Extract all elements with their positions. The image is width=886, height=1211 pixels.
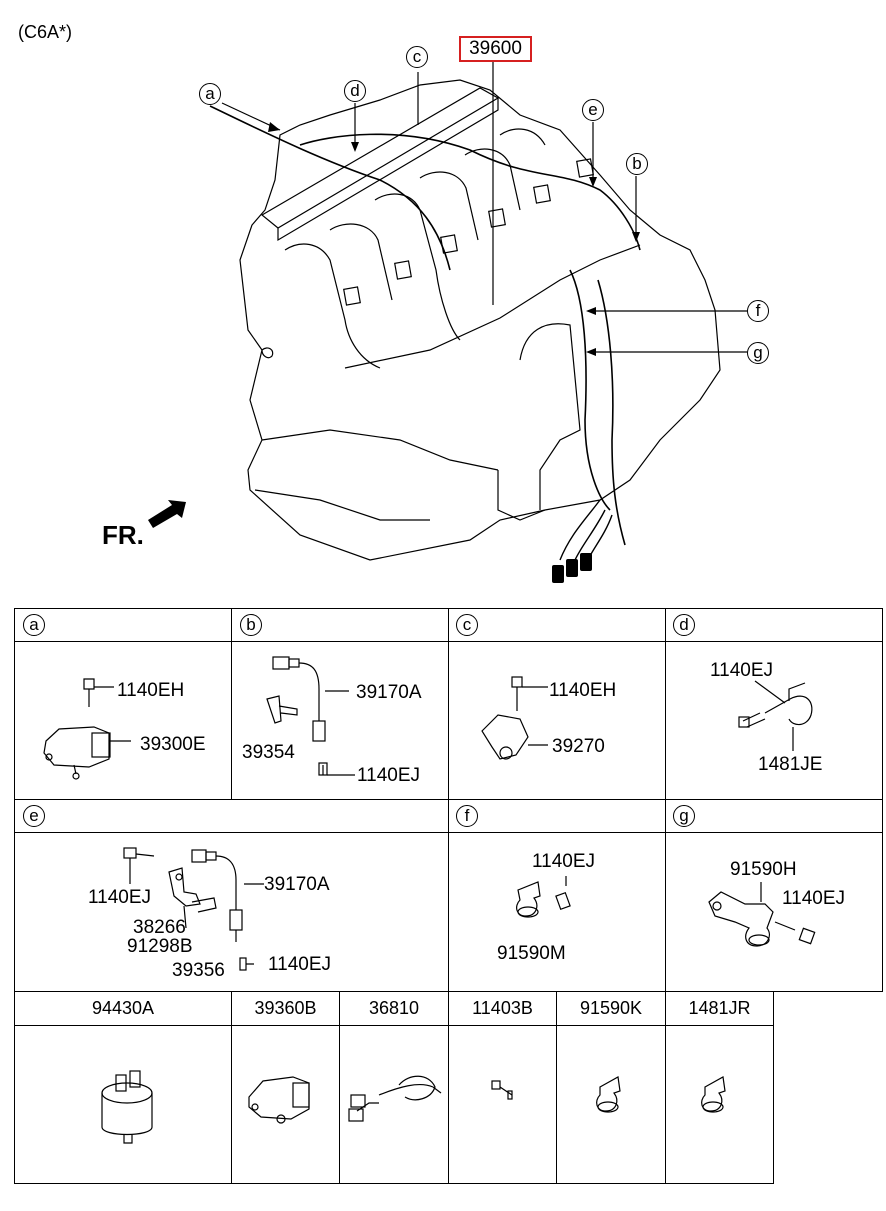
panel-g: [665, 832, 883, 992]
panel-f-label: f: [456, 805, 478, 827]
panel-f-drawing: [516, 876, 571, 918]
part-number[interactable]: 1481JE: [758, 754, 823, 775]
bolt-drawing: [491, 1080, 513, 1100]
panel-d-header: [665, 608, 883, 642]
loose-part-header[interactable]: 1481JR: [665, 991, 774, 1026]
panel-b-drawing: [266, 656, 355, 776]
panel-c-header: [448, 608, 666, 642]
part-number[interactable]: 39300E: [140, 734, 206, 755]
loose-part-cell: [665, 1025, 774, 1184]
part-number[interactable]: 39270: [552, 736, 605, 757]
part-number[interactable]: 1140EJ: [88, 887, 152, 908]
part-number[interactable]: 91590H: [730, 859, 797, 880]
panel-g-drawing: [708, 882, 816, 947]
part-number[interactable]: 1140EH: [117, 680, 185, 701]
panel-b-label: b: [240, 614, 262, 636]
part-number[interactable]: 39356: [172, 960, 225, 981]
front-direction-label: FR.: [102, 520, 144, 550]
panel-c-label: c: [456, 614, 478, 636]
panel-a-header: [14, 608, 232, 642]
loose-part-header[interactable]: 36810: [339, 991, 449, 1026]
panel-e-header: [14, 799, 449, 833]
panel-b-header: [231, 608, 449, 642]
part-number[interactable]: 1140EH: [549, 680, 617, 701]
part-number[interactable]: 1140EJ: [268, 954, 332, 975]
callout-e[interactable]: e: [582, 99, 604, 121]
loose-part-header[interactable]: 39360B: [231, 991, 340, 1026]
map-sensor-drawing: [248, 1076, 310, 1124]
part-number[interactable]: 1140EJ: [532, 851, 596, 872]
part-number[interactable]: 39354: [242, 742, 295, 763]
loose-part-header[interactable]: 94430A: [14, 991, 232, 1026]
callout-a[interactable]: a: [199, 83, 221, 105]
clip-drawing: [596, 1076, 621, 1113]
panel-a-drawing: [43, 678, 131, 780]
callout-b[interactable]: b: [626, 153, 648, 175]
part-number[interactable]: 38266: [133, 917, 186, 938]
part-number[interactable]: 39170A: [264, 874, 330, 895]
panel-e-drawing: [123, 847, 264, 971]
extension-harness-drawing: [348, 1075, 442, 1122]
callout-c[interactable]: c: [406, 46, 428, 68]
panel-d-drawing: [738, 680, 813, 751]
panel-c-drawing: [481, 676, 548, 760]
loose-part-header[interactable]: 91590K: [556, 991, 666, 1026]
panel-g-header: [665, 799, 883, 833]
main-part-number[interactable]: 39600: [459, 36, 532, 62]
clip-drawing: [701, 1076, 726, 1113]
part-number[interactable]: 91298B: [127, 936, 193, 957]
callout-g[interactable]: g: [747, 342, 769, 364]
part-number[interactable]: 91590M: [497, 943, 566, 964]
callout-f[interactable]: f: [747, 300, 769, 322]
engine-harness-drawing: [148, 62, 747, 583]
part-number[interactable]: 1140EJ: [782, 888, 846, 909]
part-number[interactable]: 1140EJ: [710, 660, 774, 681]
panel-e-label: e: [23, 805, 45, 827]
oil-pressure-switch-drawing: [101, 1070, 153, 1144]
panel-g-label: g: [673, 805, 695, 827]
panel-a-label: a: [23, 614, 45, 636]
part-number[interactable]: 1140EJ: [357, 765, 421, 786]
part-number[interactable]: 39170A: [356, 682, 422, 703]
panel-d-label: d: [673, 614, 695, 636]
loose-part-header[interactable]: 11403B: [448, 991, 557, 1026]
variant-code: (C6A*): [18, 22, 73, 42]
panel-f-header: [448, 799, 666, 833]
callout-d[interactable]: d: [344, 80, 366, 102]
